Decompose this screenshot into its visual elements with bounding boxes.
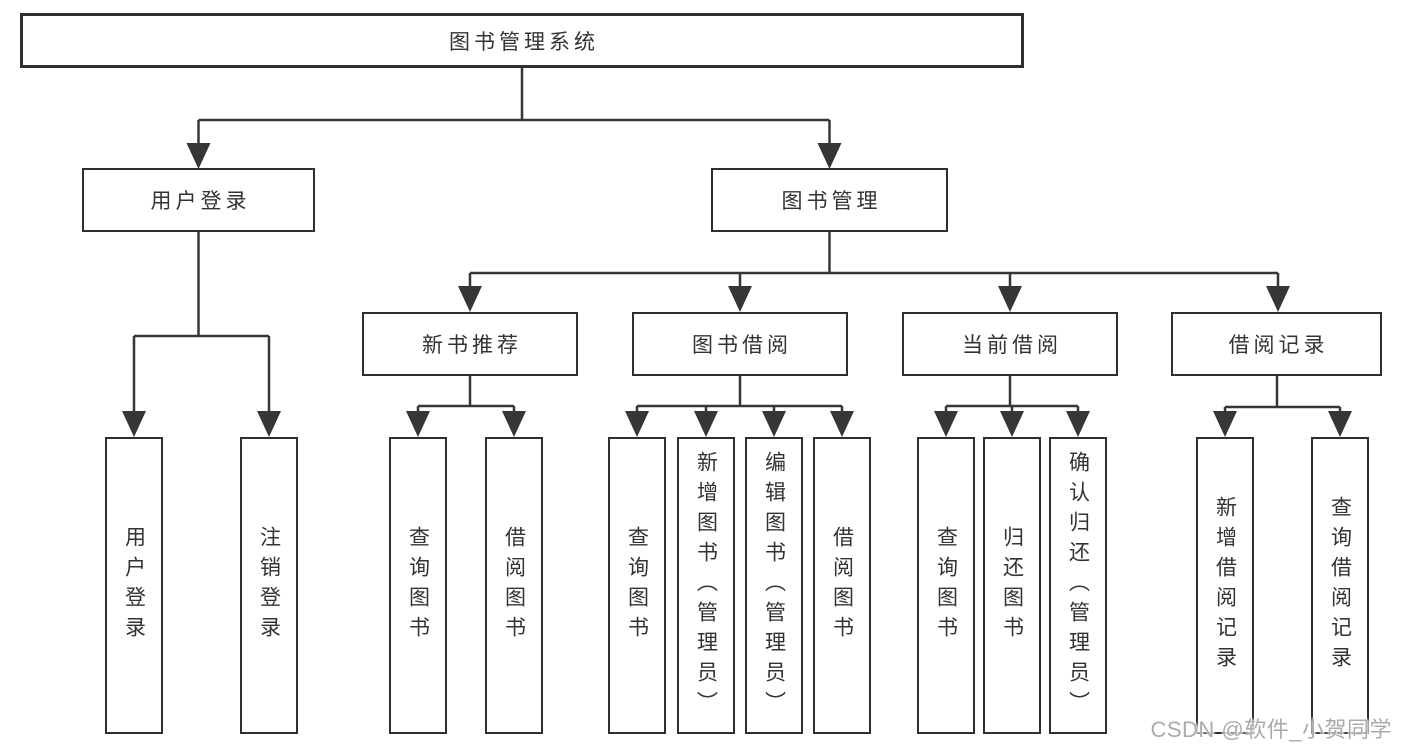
connector-new-book-recommend-to-children (416, 376, 516, 413)
node-user-login-branch-label: 用户登录 (150, 190, 251, 213)
node-current-borrowing-label: 当前借阅 (962, 334, 1062, 357)
watermark: CSDN @软件_小贺同学 (1150, 717, 1392, 742)
connector-book-borrowing-to-children (635, 376, 844, 413)
node-book-management-branch-label: 图书管理 (781, 190, 882, 213)
arrowhead-down-icon (817, 143, 842, 169)
arrowhead-down-icon (1066, 411, 1090, 437)
arrowhead-down-icon (122, 411, 146, 437)
arrowhead-down-icon (762, 411, 786, 437)
connector-user-login-to-children (132, 232, 271, 413)
arrowhead-down-icon (1266, 286, 1290, 312)
node-bb-edit-books-admin-label: 编辑图书（管理员） (762, 450, 786, 721)
node-user-login-branch: 用户登录 (82, 168, 315, 232)
node-cb-query-books-label: 查询图书 (934, 525, 958, 646)
arrowhead-down-icon (830, 411, 854, 437)
arrowhead-down-icon (998, 286, 1022, 312)
connector-book-management-to-children (468, 232, 1280, 288)
node-new-book-recommend-label: 新书推荐 (422, 334, 522, 357)
node-logout-label: 注销登录 (257, 525, 281, 646)
arrowhead-down-icon (934, 411, 958, 437)
arrowhead-down-icon (625, 411, 649, 437)
node-new-book-recommend: 新书推荐 (362, 312, 578, 376)
arrowhead-down-icon (1000, 411, 1024, 437)
node-bb-add-books-admin: 新增图书（管理员） (677, 437, 735, 734)
node-book-management-branch: 图书管理 (711, 168, 948, 232)
arrowhead-down-icon (1328, 411, 1352, 437)
connector-current-borrowing-to-children (944, 376, 1080, 413)
node-logout: 注销登录 (240, 437, 298, 734)
arrowhead-down-icon (458, 286, 482, 312)
node-bb-query-books: 查询图书 (608, 437, 666, 734)
node-borrowing-records-label: 借阅记录 (1228, 334, 1329, 357)
node-nbr-query-books: 查询图书 (389, 437, 447, 734)
arrowhead-down-icon (406, 411, 430, 437)
node-nbr-borrow-books: 借阅图书 (485, 437, 543, 734)
node-bb-query-books-label: 查询图书 (625, 525, 649, 646)
node-cb-query-books: 查询图书 (917, 437, 975, 734)
node-br-add-record: 新增借阅记录 (1196, 437, 1254, 734)
arrowhead-down-icon (728, 286, 752, 312)
arrowhead-down-icon (1213, 411, 1237, 437)
node-book-borrowing-label: 图书借阅 (692, 334, 792, 357)
node-current-borrowing: 当前借阅 (902, 312, 1118, 376)
arrowhead-down-icon (186, 143, 211, 169)
connector-borrowing-records-to-children (1223, 376, 1342, 413)
node-cb-return-books: 归还图书 (983, 437, 1041, 734)
node-root-label: 图书管理系统 (449, 30, 599, 54)
node-bb-add-books-admin-label: 新增图书（管理员） (694, 450, 718, 721)
node-bb-borrow-books-label: 借阅图书 (830, 525, 854, 646)
node-user-login: 用户登录 (105, 437, 163, 734)
node-br-query-record-label: 查询借阅记录 (1328, 495, 1352, 676)
node-br-add-record-label: 新增借阅记录 (1213, 495, 1237, 676)
node-cb-return-books-label: 归还图书 (1000, 525, 1024, 646)
arrowhead-down-icon (502, 411, 526, 437)
node-nbr-borrow-books-label: 借阅图书 (502, 525, 526, 646)
arrowhead-down-icon (694, 411, 718, 437)
node-book-borrowing: 图书借阅 (632, 312, 848, 376)
node-bb-borrow-books: 借阅图书 (813, 437, 871, 734)
node-borrowing-records: 借阅记录 (1171, 312, 1382, 376)
arrowhead-down-icon (257, 411, 281, 437)
node-cb-confirm-return-admin-label: 确认归还（管理员） (1066, 450, 1090, 721)
node-bb-edit-books-admin: 编辑图书（管理员） (745, 437, 803, 734)
node-nbr-query-books-label: 查询图书 (406, 525, 430, 646)
node-cb-confirm-return-admin: 确认归还（管理员） (1049, 437, 1107, 734)
node-root: 图书管理系统 (20, 13, 1024, 68)
node-br-query-record: 查询借阅记录 (1311, 437, 1369, 734)
connector-root-to-level2 (197, 68, 831, 146)
node-user-login-label: 用户登录 (122, 525, 146, 646)
